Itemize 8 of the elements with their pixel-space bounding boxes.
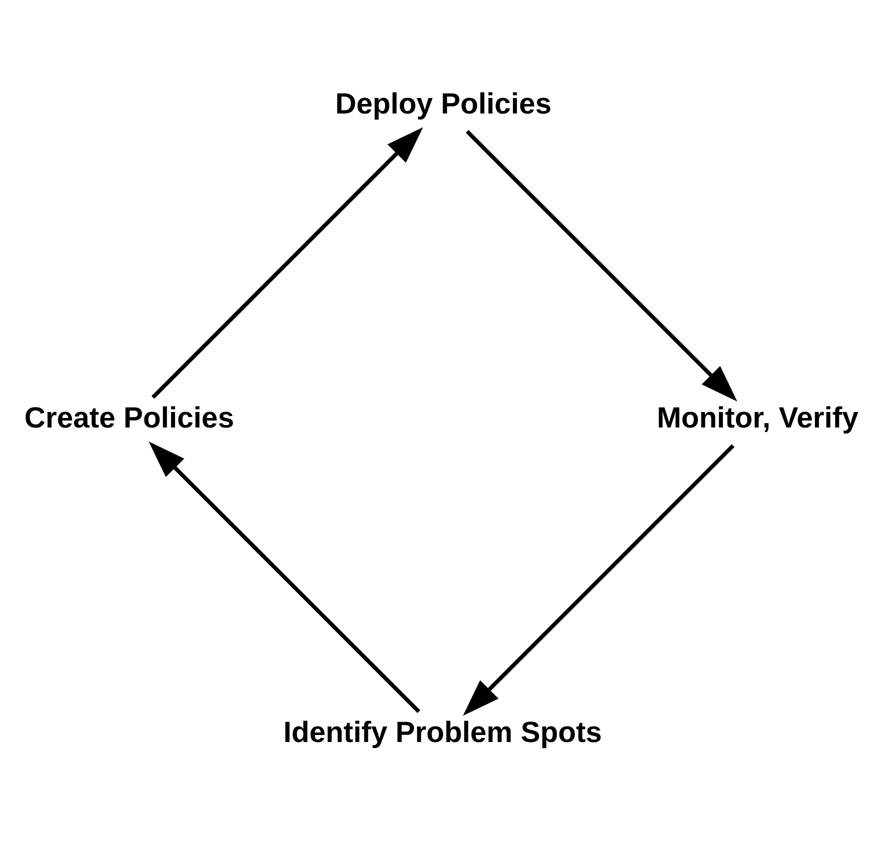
node-text: Create Policies: [24, 402, 234, 435]
node-text: Monitor, Verify: [656, 402, 858, 435]
arrow: [151, 127, 424, 399]
arrow: [462, 444, 735, 716]
arrow: [466, 130, 738, 402]
node-text: Deploy Policies: [335, 88, 552, 120]
arrow: [148, 441, 420, 714]
node-text: Identify Problem Spots: [283, 716, 602, 749]
